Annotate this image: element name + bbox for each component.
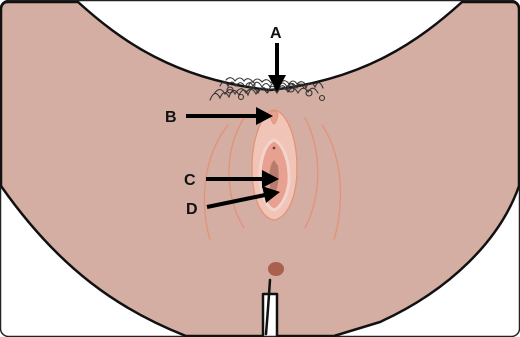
anus: [268, 262, 284, 276]
label-c: C: [184, 172, 196, 189]
label-a: A: [270, 25, 282, 42]
urethral-opening: [273, 147, 276, 150]
label-b: B: [165, 109, 177, 126]
label-d: D: [186, 201, 198, 218]
